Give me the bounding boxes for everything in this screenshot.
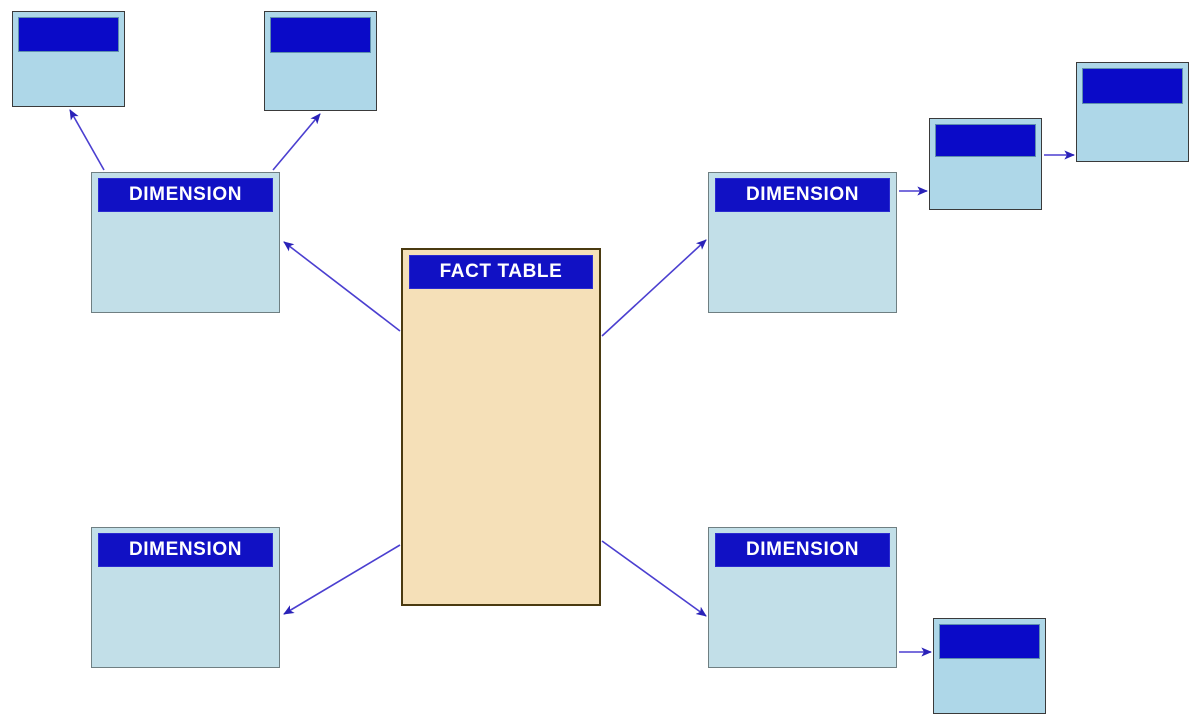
sub-dimension-top-center-header — [270, 17, 371, 53]
sub-dimension-far-right[interactable] — [1076, 62, 1189, 162]
connector-fact-to-dim-bottom-right — [601, 540, 707, 617]
dimension-top-right[interactable]: DIMENSION — [708, 172, 897, 313]
dimension-top-right-title: DIMENSION — [715, 178, 890, 212]
sub-dimension-bottom-right-header — [939, 624, 1040, 659]
connector-fact-to-dim-bottom-left — [283, 544, 401, 615]
sub-dimension-right-mid[interactable] — [929, 118, 1042, 210]
connector-dim-top-left-to-sub-b — [272, 113, 321, 171]
dimension-bottom-right[interactable]: DIMENSION — [708, 527, 897, 668]
dimension-bottom-left[interactable]: DIMENSION — [91, 527, 280, 668]
dimension-top-left-title: DIMENSION — [98, 178, 273, 212]
connector-dim-top-left-to-sub-a — [69, 109, 105, 171]
sub-dimension-right-mid-header — [935, 124, 1036, 157]
dimension-bottom-right-title: DIMENSION — [715, 533, 890, 567]
connector-fact-to-dim-top-right — [601, 239, 707, 337]
dimension-top-left[interactable]: DIMENSION — [91, 172, 280, 313]
fact-table-title: FACT TABLE — [409, 255, 593, 289]
connector-fact-to-dim-top-left — [283, 241, 401, 332]
fact-table[interactable]: FACT TABLE — [401, 248, 601, 606]
sub-dimension-top-left[interactable] — [12, 11, 125, 107]
dimension-bottom-left-title: DIMENSION — [98, 533, 273, 567]
sub-dimension-bottom-right[interactable] — [933, 618, 1046, 714]
sub-dimension-far-right-header — [1082, 68, 1183, 104]
sub-dimension-top-left-header — [18, 17, 119, 52]
sub-dimension-top-center[interactable] — [264, 11, 377, 111]
